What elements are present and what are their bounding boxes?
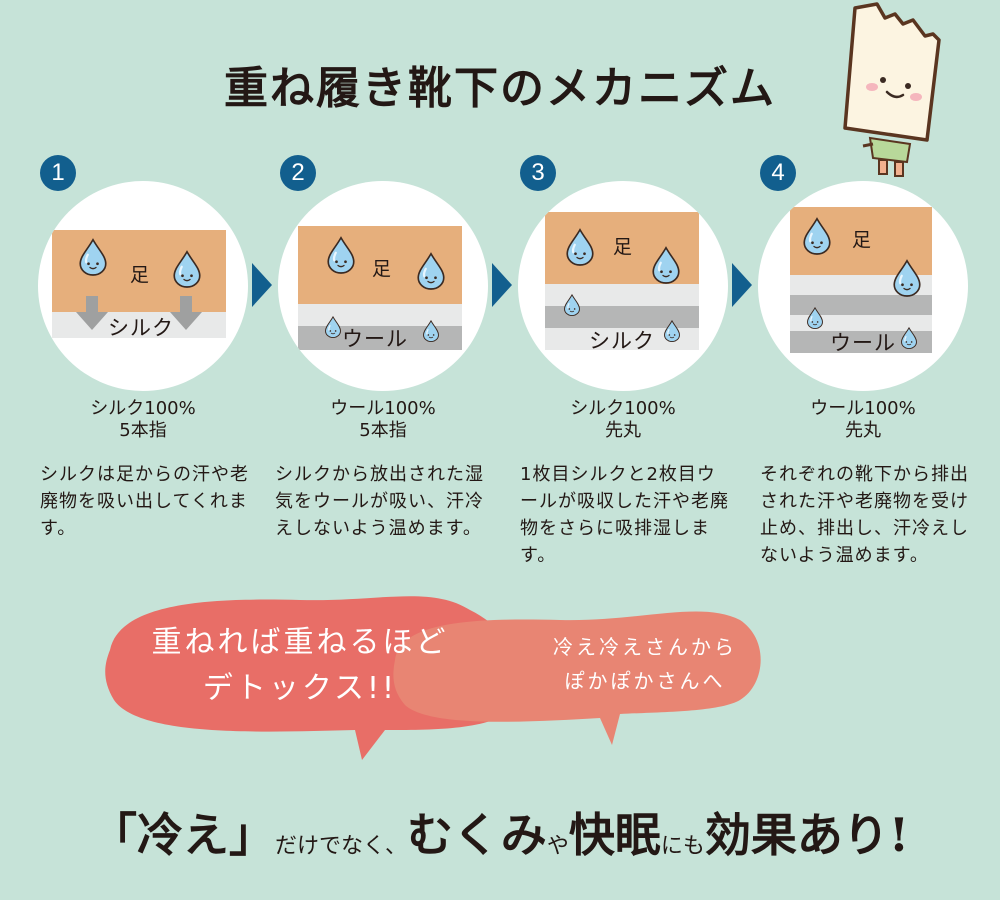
tagline-part: だけでなく、 <box>274 834 407 859</box>
secondary-bubble-line1: 冷え冷えさんから <box>553 635 737 659</box>
step-4-caption: ウール100% 先丸 <box>743 398 983 442</box>
step-number-badge: 2 <box>280 155 316 191</box>
water-drop-icon <box>663 320 681 342</box>
main-bubble-line1: 重ねれば重ねるほど <box>151 625 449 660</box>
arrow-down-icon <box>76 296 108 330</box>
tagline: 「冷え」 だけでなく、 むくみ や 快眠 にも 効果あり! <box>0 785 1000 865</box>
step-illustration: 足 ウール <box>758 181 968 391</box>
wool-layer <box>790 331 932 353</box>
secondary-bubble-line2: ぽかぽかさんへ <box>564 669 726 693</box>
page-title: 重ね履き靴下のメカニズム <box>224 63 776 114</box>
water-drop-icon <box>802 217 832 255</box>
step-2-caption: ウール100% 5本指 <box>263 398 503 442</box>
water-drop-icon <box>565 228 595 266</box>
step-illustration: 足 ウール <box>278 181 488 391</box>
foot-label: 足 <box>852 229 872 251</box>
type-label: 先丸 <box>845 420 881 441</box>
type-label: 5本指 <box>359 420 407 441</box>
water-drop-icon <box>422 320 440 342</box>
tagline-part: にも <box>660 834 705 859</box>
material-label: ウール100% <box>330 398 436 419</box>
water-drop-icon <box>326 236 356 274</box>
wool-layer <box>545 306 699 328</box>
step-number-badge: 1 <box>40 155 76 191</box>
secondary-bubble-text: 冷え冷えさんから ぽかぽかさんへ <box>520 630 770 698</box>
step-number-badge: 4 <box>760 155 796 191</box>
material-label: ウール100% <box>810 398 916 419</box>
layer-label: ウール <box>342 327 408 351</box>
step-illustration: 足 シルク <box>38 181 248 391</box>
foot-label: 足 <box>372 258 392 280</box>
silk-layer <box>298 304 462 326</box>
next-arrow-icon <box>732 263 752 307</box>
tagline-part: むくみ <box>406 808 547 862</box>
tagline-part: 効果あり! <box>704 808 910 862</box>
water-drop-icon <box>563 294 581 316</box>
material-label: シルク100% <box>570 398 676 419</box>
step-number-badge: 3 <box>520 155 556 191</box>
water-drop-icon <box>900 327 918 349</box>
tagline-part: 「冷え」 <box>90 808 275 862</box>
foot-label: 足 <box>130 264 150 286</box>
step-1-caption: シルク100% 5本指 <box>23 398 263 442</box>
tagline-part: 快眠 <box>568 808 661 862</box>
main-bubble-line2: デトックス!! <box>202 671 398 706</box>
material-label: シルク100% <box>90 398 196 419</box>
water-drop-icon <box>806 307 824 329</box>
foot-label: 足 <box>613 236 633 258</box>
water-drop-icon <box>416 252 446 290</box>
step-illustration: 足 シルク <box>518 181 728 391</box>
sock-mascot-icon <box>843 2 941 177</box>
arrow-down-icon <box>170 296 202 330</box>
water-drop-icon <box>172 250 202 288</box>
water-drop-icon <box>324 316 342 338</box>
step-2-description: シルクから放出された湿気をウールが吸い、汗冷えしないよう温めます。 <box>275 464 484 539</box>
speech-bubbles: 重ねれば重ねるほど デトックス!! 冷え冷えさんから ぽかぽかさんへ <box>100 590 900 780</box>
type-label: 先丸 <box>605 420 641 441</box>
layer-label: シルク <box>589 329 655 353</box>
step-4-description: それぞれの靴下から排出された汗や老廃物を受け止め、排出し、汗冷えしないよう温めま… <box>760 464 969 566</box>
step-3-description: 1枚目シルクと2枚目ウールが吸収した汗や老廃物をさらに吸排湿します。 <box>520 464 729 566</box>
silk-layer <box>545 284 699 306</box>
type-label: 5本指 <box>119 420 167 441</box>
silk-layer <box>790 315 932 331</box>
next-arrow-icon <box>252 263 272 307</box>
water-drop-icon <box>78 238 108 276</box>
water-drop-icon <box>892 259 922 297</box>
water-drop-icon <box>651 246 681 284</box>
step-1-description: シルクは足からの汗や老廃物を吸い出してくれます。 <box>40 464 249 539</box>
main-bubble-text: 重ねれば重ねるほど デトックス!! <box>140 620 460 712</box>
next-arrow-icon <box>492 263 512 307</box>
silk-layer <box>545 328 699 350</box>
layer-label: シルク <box>108 316 174 340</box>
speech-bubble-shapes <box>105 596 761 760</box>
layer-label: ウール <box>830 331 896 355</box>
wool-layer <box>790 295 932 315</box>
tagline-part: や <box>546 834 569 859</box>
step-3-caption: シルク100% 先丸 <box>503 398 743 442</box>
